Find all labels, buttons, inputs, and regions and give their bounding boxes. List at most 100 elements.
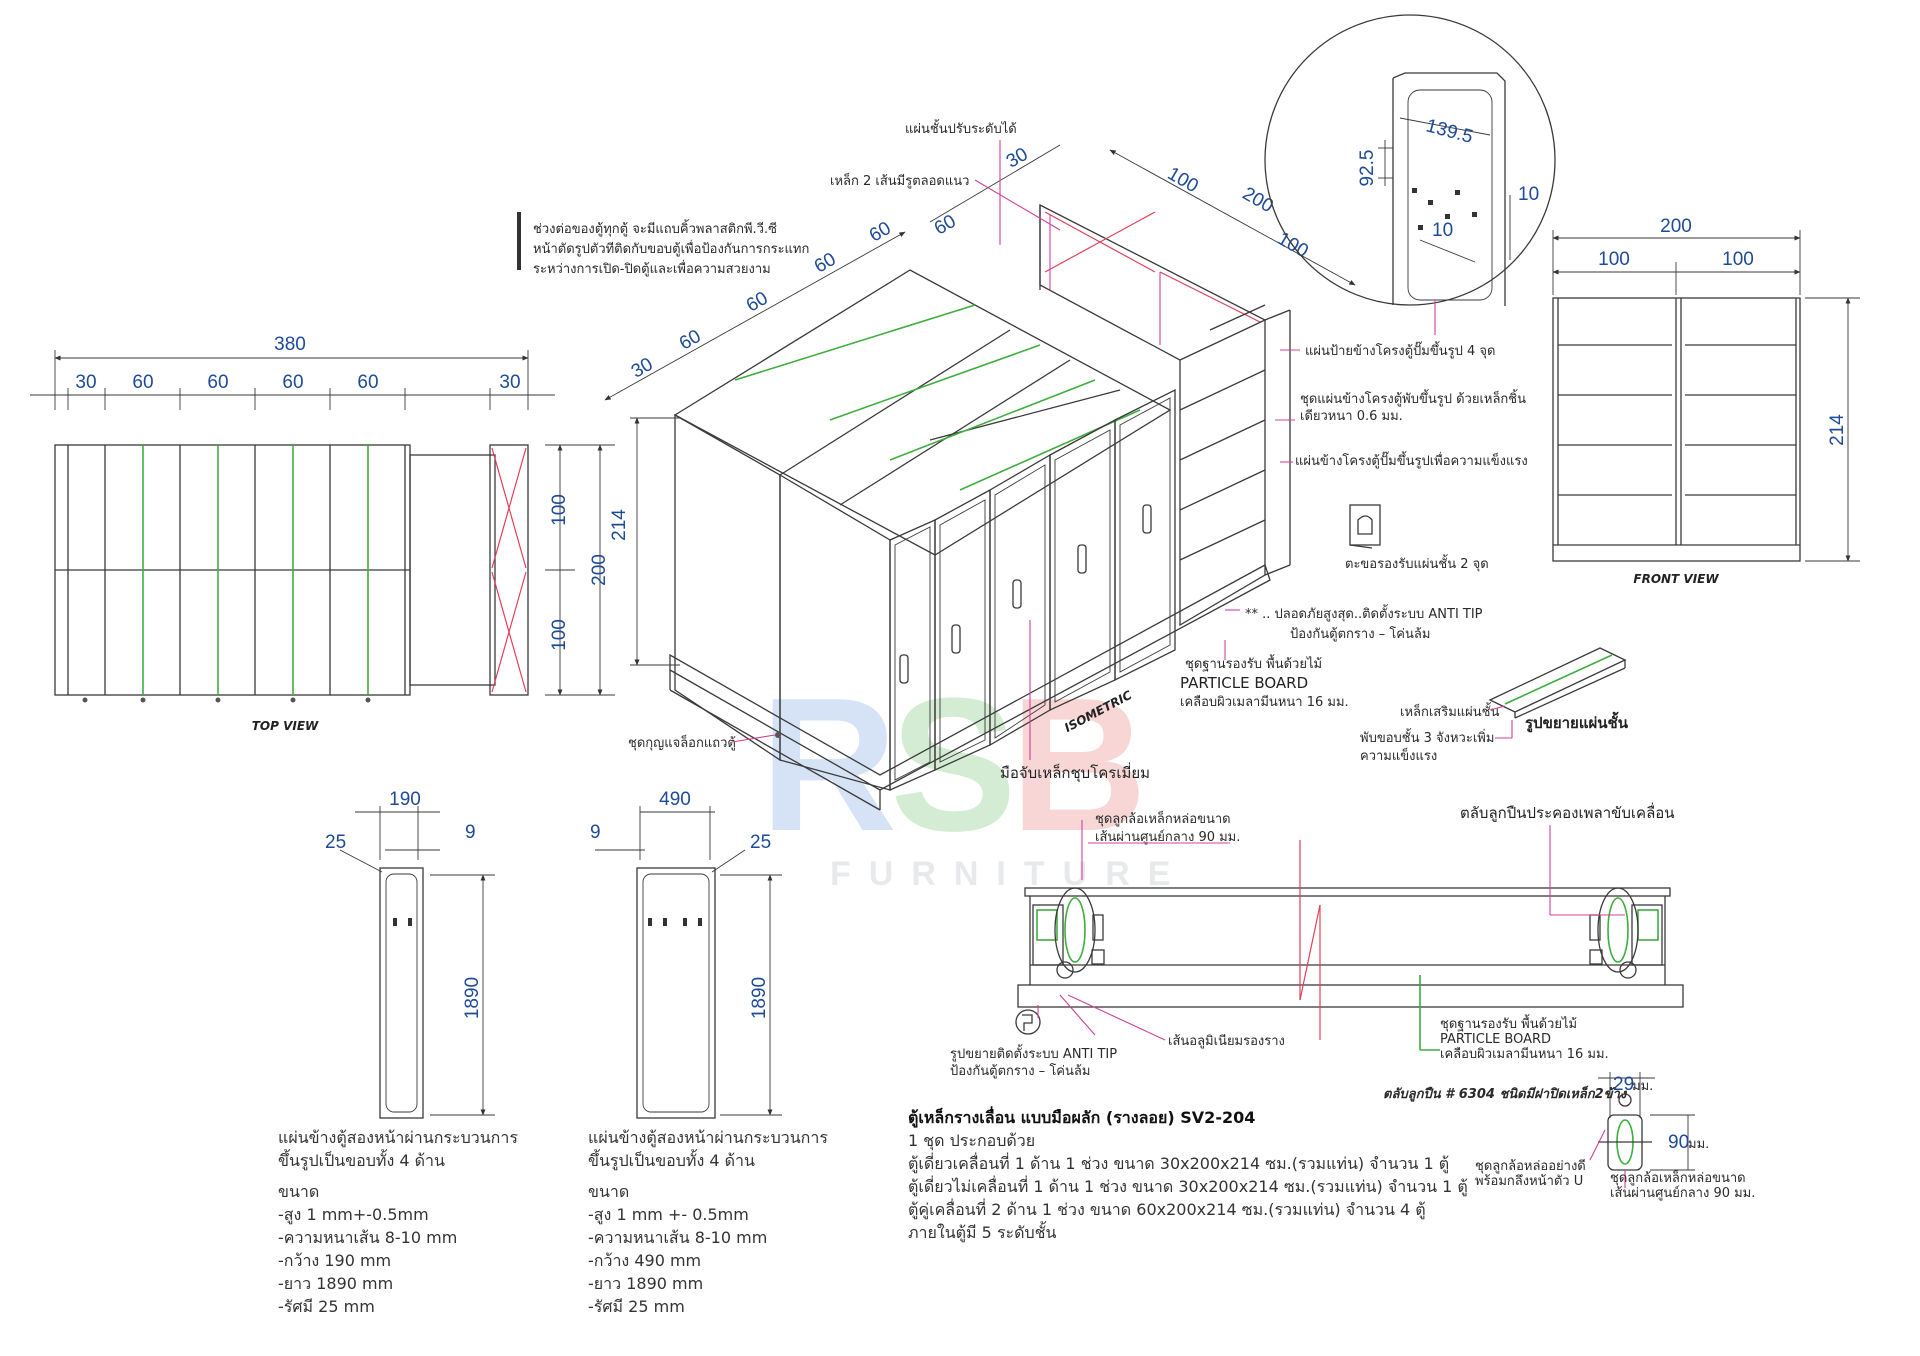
iso-top-30: 30 <box>1003 144 1032 173</box>
panel-r-desc-2: ขึ้นรูปเป็นขอบทั้ง 4 ด้าน <box>588 1149 755 1171</box>
wheel-detail: ตลับลูกปืน # 6304 ชนิดมีฝาปิดเหล็ก2ข้าง … <box>1383 1072 1755 1201</box>
iso-top-60: 60 <box>931 211 960 240</box>
panel-l-size-title: ขนาด <box>278 1182 319 1201</box>
detail-dim-10b: 10 <box>1518 184 1539 205</box>
panel-r-desc-1: แผ่นข้างตู้สองหน้าผ่านกระบวนการ <box>588 1128 828 1148</box>
label-pvc-1: ช่วงต่อของตู้ทุกตู้ จะมีแถบคิ้วพลาสติกพี… <box>533 219 777 237</box>
wheel-dim-90-unit: มม. <box>1688 1137 1709 1152</box>
label-anti-tip-1: ** .. ปลอดภัยสูงสุด..ติดตั้งระบบ ANTI TI… <box>1245 604 1483 622</box>
label-shelf-expand: รูปขยายแผ่นชั้น <box>1525 711 1629 733</box>
iso-width-2: 60 <box>676 326 705 355</box>
panel-r-spec-2: -ความหนาเส้น 8-10 mm <box>588 1228 767 1247</box>
product-title: ตู้เหล็กรางเลื่อน แบบมือผลัก (รางลอย) SV… <box>908 1106 1255 1129</box>
iso-width-4: 60 <box>811 249 840 278</box>
watermark-s: S <box>890 659 1017 871</box>
label-base-small-3: เคลือบผิวเมลามีนหนา 16 มม. <box>1440 1046 1609 1062</box>
iso-height-dim: 214 <box>609 509 630 541</box>
panel-r-edge: 9 <box>590 822 601 843</box>
panel-l-edge: 9 <box>465 822 476 843</box>
front-width-total: 200 <box>1660 216 1692 237</box>
front-view-title: FRONT VIEW <box>1633 572 1719 586</box>
detail-dim-10a: 10 <box>1432 220 1453 241</box>
watermark-b: B <box>1010 659 1147 871</box>
cabinet-doors <box>889 388 1176 792</box>
top-depth-part-2: 100 <box>549 619 570 651</box>
top-dim-6: 30 <box>499 372 520 393</box>
anti-tip-icon <box>1015 1009 1041 1035</box>
label-wheel-u-2: พร้อมกลึงหน้าตัว U <box>1475 1174 1583 1189</box>
top-dim-1: 30 <box>75 372 96 393</box>
iso-depth-1: 100 <box>1164 163 1202 197</box>
label-shelf-stiffener: เหล็กเสริมแผ่นชั้น <box>1400 702 1499 720</box>
top-view-title: TOP VIEW <box>252 719 319 733</box>
front-width-2: 100 <box>1722 249 1754 270</box>
product-line-4: ตู้คู่เคลื่อนที่ 2 ด้าน 1 ช่วง ขนาด 60x2… <box>908 1198 1426 1220</box>
iso-callouts: แผ่นชั้นปรับระดับได้ เหล็ก 2 เส้นมีรูตลอ… <box>517 119 1528 783</box>
label-wheel-small-2: เส้นผ่านศูนย์กลาง 90 มม. <box>1610 1185 1755 1201</box>
label-wheel-2: เส้นผ่านศูนย์กลาง 90 มม. <box>1095 829 1240 845</box>
detail-dim-139: 139.5 <box>1424 115 1475 148</box>
top-depth-total: 200 <box>589 554 610 586</box>
label-wheel-1: ชุดลูกล้อเหล็กหล่อขนาด <box>1095 809 1231 827</box>
panel-l-desc-1: แผ่นข้างตู้สองหน้าผ่านกระบวนการ <box>278 1128 518 1148</box>
panel-l-spec-4: -ยาว 1890 mm <box>278 1274 393 1293</box>
panel-l-spec-2: -ความหนาเส้น 8-10 mm <box>278 1228 457 1247</box>
label-base-small-1: ชุดฐานรองรับ พื้นด้วยไม้ <box>1440 1014 1577 1032</box>
top-dim-4: 60 <box>282 372 303 393</box>
top-view-overall-dim: 380 <box>274 334 306 355</box>
watermark-sub: FURNITURE <box>830 855 1188 893</box>
wheel-left <box>1032 887 1105 979</box>
panel-l-width: 190 <box>389 789 421 810</box>
panel-l-radius: 25 <box>325 832 346 853</box>
top-view: 380 30 60 60 60 60 30 <box>30 334 615 733</box>
label-side-panel-strong: แผ่นข้างโครงตู้ปั๊มขึ้นรูปเพื่อความแข็งแ… <box>1295 451 1528 469</box>
label-anti-tip-small-2: ป้องกันตู้ตกราง – โค่นล้ม <box>950 1063 1090 1079</box>
top-dim-5: 60 <box>357 372 378 393</box>
panel-l-spec-5: -รัศมี 25 mm <box>278 1297 375 1316</box>
label-base-3: เคลือบผิวเมลามีนหนา 16 มม. <box>1180 694 1349 710</box>
panel-r-size-title: ขนาด <box>588 1182 629 1201</box>
panel-detail-490: 490 9 25 1890 แผ่นข้างตู้สองหน้าผ่านกระบ… <box>588 789 828 1316</box>
panel-r-radius: 25 <box>750 832 771 853</box>
iso-width-1: 30 <box>628 354 657 383</box>
label-base-2: PARTICLE BOARD <box>1180 674 1308 692</box>
wheel-dim-90: 90 <box>1668 1132 1689 1153</box>
top-dim-3: 60 <box>207 372 228 393</box>
label-side-label: แผ่นป้ายข้างโครงตู้ปั๊มขึ้นรูป 4 จุด <box>1305 341 1495 359</box>
product-spec: ตู้เหล็กรางเลื่อน แบบมือผลัก (รางลอย) SV… <box>908 1106 1468 1243</box>
label-steel-2: เหล็ก 2 เส้นมีรูตลอดแนว <box>830 171 969 189</box>
label-side-panel-1: ชุดแผ่นข้างโครงตู้พับขึ้นรูป ด้วยเหล็กชิ… <box>1300 389 1526 407</box>
product-line-5: ภายในตู้มี 5 ระดับชั้น <box>908 1221 1057 1243</box>
wheel-right <box>1589 887 1663 979</box>
detail-circle: 139.5 92.5 10 10 <box>1264 14 1556 335</box>
iso-width-3: 60 <box>743 288 772 317</box>
label-wheel-small-1: ชุดลูกล้อเหล็กหล่อขนาด <box>1610 1168 1746 1186</box>
product-line-1: 1 ชุด ประกอบด้วย <box>908 1131 1035 1151</box>
rail-section: ชุดลูกล้อเหล็กหล่อขนาด เส้นผ่านศูนย์กลาง… <box>950 802 1684 1079</box>
label-pvc-3: ระหว่างการเปิด-ปิดตู้และเพื่อความสวยงาม <box>533 260 771 277</box>
label-fold-1: พับขอบชั้น 3 จังหวะเพิ่ม <box>1360 728 1494 746</box>
iso-width-5: 60 <box>866 218 895 247</box>
panel-l-desc-2: ขึ้นรูปเป็นขอบทั้ง 4 ด้าน <box>278 1149 445 1171</box>
panel-l-height: 1890 <box>462 977 483 1019</box>
label-bearing-6304: ตลับลูกปืน # 6304 ชนิดมีฝาปิดเหล็ก2ข้าง <box>1383 1085 1628 1102</box>
label-anti-tip-small-1: รูปขยายติดตั้งระบบ ANTI TIP <box>950 1044 1117 1062</box>
wheel-dim-29: 29 <box>1613 1074 1634 1095</box>
panel-r-spec-4: -ยาว 1890 mm <box>588 1274 703 1293</box>
panel-r-spec-5: -รัศมี 25 mm <box>588 1297 685 1316</box>
panel-r-width: 490 <box>659 789 691 810</box>
product-line-2: ตู้เดี่ยวเคลื่อนที่ 1 ด้าน 1 ช่วง ขนาด 3… <box>908 1152 1449 1174</box>
label-bearing-title: ตลับลูกปืนประคองเพลาขับเคลื่อน <box>1460 802 1675 822</box>
panel-l-spec-3: -กว้าง 190 mm <box>278 1251 391 1270</box>
front-view: 200 100 100 214 FRONT VIEW <box>1552 216 1860 586</box>
label-wheel-u-1: ชุดลูกล้อหล่ออย่างดี <box>1475 1158 1586 1174</box>
wheel-dim-29-unit: มม. <box>1632 1079 1653 1094</box>
label-fold-2: ความแข็งแรง <box>1360 746 1437 764</box>
label-pvc-2: หน้าตัดรูปตัวทีติดกับขอบตู้เพื่อป้องกันก… <box>533 240 809 257</box>
panel-detail-190: 190 9 25 1890 แผ่นข้างตู้สองหน้าผ่านกระบ… <box>278 789 518 1316</box>
shelf-expansion: เหล็กเสริมแผ่นชั้น รูปขยายแผ่นชั้น พับขอ… <box>1360 647 1629 764</box>
product-line-3: ตู้เดี่ยวไม่เคลื่อนที่ 1 ด้าน 1 ช่วง ขนา… <box>908 1175 1468 1197</box>
label-side-panel-2: เดียวหนา 0.6 มม. <box>1300 408 1403 424</box>
panel-r-spec-1: -สูง 1 mm +- 0.5mm <box>588 1205 749 1225</box>
